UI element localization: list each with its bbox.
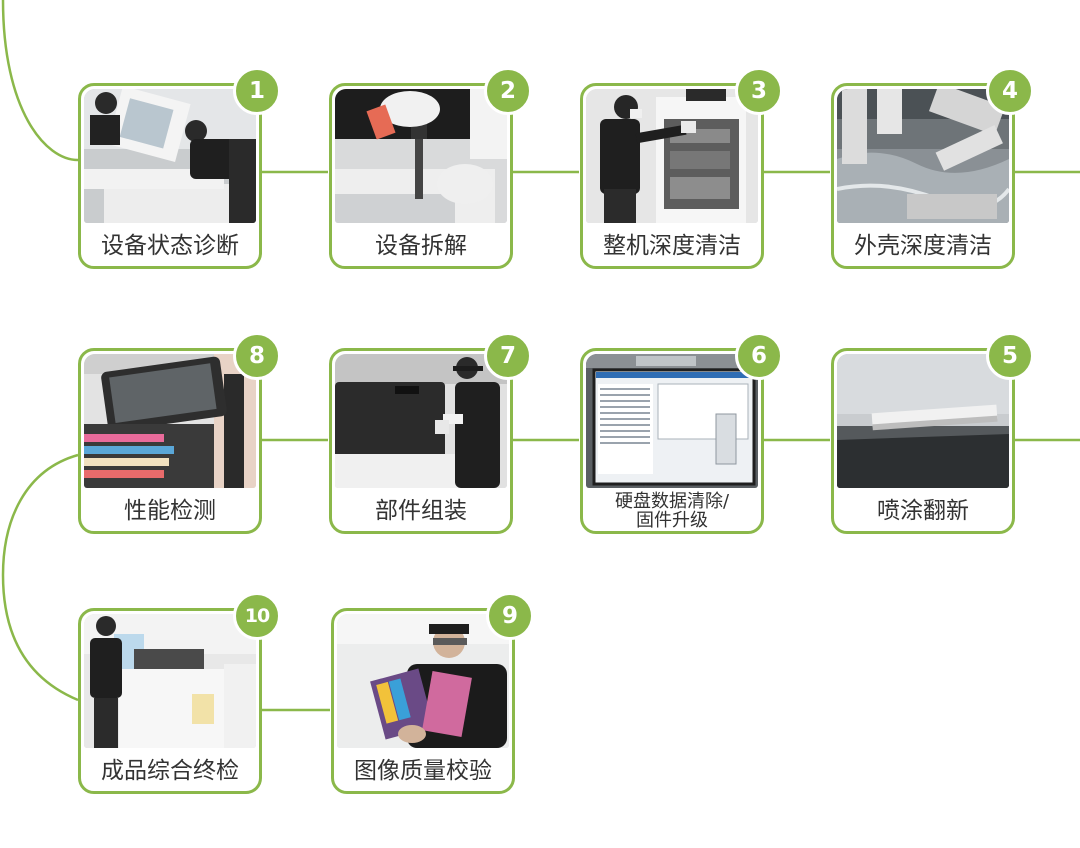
- step-card-1: 设备状态诊断 1: [78, 67, 281, 269]
- step-label-6: 硬盘数据清除/ 固件升级: [614, 491, 730, 531]
- step-card-7: 部件组装 7: [329, 332, 532, 534]
- technician-diagnosing-copier-icon: [84, 89, 256, 223]
- step-label-4: 外壳深度清洁: [854, 232, 992, 259]
- step-card-10: 成品综合终检 10: [78, 592, 281, 794]
- step-card-6: 硬盘数据清除/ 固件升级 6: [580, 332, 783, 534]
- step-number-badge-8: 8: [233, 332, 281, 380]
- step-photo-4: [837, 89, 1009, 223]
- step-photo-7: [335, 354, 507, 488]
- inspecting-color-print-icon: [337, 614, 509, 748]
- step-number-badge-10: 10: [233, 592, 281, 640]
- step-photo-3: [586, 89, 758, 223]
- technician-cleaning-machine-icon: [586, 89, 758, 223]
- spray-painted-panel-icon: [837, 354, 1009, 488]
- technician-assembling-icon: [335, 354, 507, 488]
- step-number-badge-7: 7: [484, 332, 532, 380]
- step-card-9: 图像质量校验 9: [331, 592, 534, 794]
- step-number-badge-2: 2: [484, 67, 532, 115]
- step-photo-8: [84, 354, 256, 488]
- step-number-badge-4: 4: [986, 67, 1034, 115]
- step-photo-10: [84, 614, 256, 748]
- step-card-8: 性能检测 8: [78, 332, 281, 534]
- data-wipe-screen-icon: [586, 354, 758, 488]
- step-number-badge-6: 6: [735, 332, 783, 380]
- connector-top-arc: [1, 0, 79, 162]
- step-number-badge-1: 1: [233, 67, 281, 115]
- step-card-4: 外壳深度清洁 4: [831, 67, 1034, 269]
- step-label-5: 喷涂翻新: [877, 497, 969, 524]
- step-card-3: 整机深度清洁 3: [580, 67, 783, 269]
- step-photo-9: [337, 614, 509, 748]
- step-photo-6: [586, 354, 758, 488]
- step-number-badge-9: 9: [486, 592, 534, 640]
- step-photo-2: [335, 89, 507, 223]
- step-label-7: 部件组装: [375, 497, 467, 524]
- step-card-5: 喷涂翻新 5: [831, 332, 1034, 534]
- gloved-hand-with-screwdriver-icon: [335, 89, 507, 223]
- step-card-2: 设备拆解 2: [329, 67, 532, 269]
- touchscreen-panel-icon: [84, 354, 256, 488]
- connector-8-10-arc: [1, 453, 79, 702]
- step-photo-1: [84, 89, 256, 223]
- step-label-3: 整机深度清洁: [603, 232, 741, 259]
- parts-in-cleaning-bath-icon: [837, 89, 1009, 223]
- step-number-badge-3: 3: [735, 67, 783, 115]
- step-label-10: 成品综合终检: [101, 757, 239, 784]
- step-label-8: 性能检测: [124, 497, 216, 524]
- step-label-2: 设备拆解: [375, 232, 467, 259]
- step-number-badge-5: 5: [986, 332, 1034, 380]
- step-photo-5: [837, 354, 1009, 488]
- final-inspection-icon: [84, 614, 256, 748]
- step-label-1: 设备状态诊断: [101, 232, 239, 259]
- step-label-9: 图像质量校验: [354, 757, 492, 784]
